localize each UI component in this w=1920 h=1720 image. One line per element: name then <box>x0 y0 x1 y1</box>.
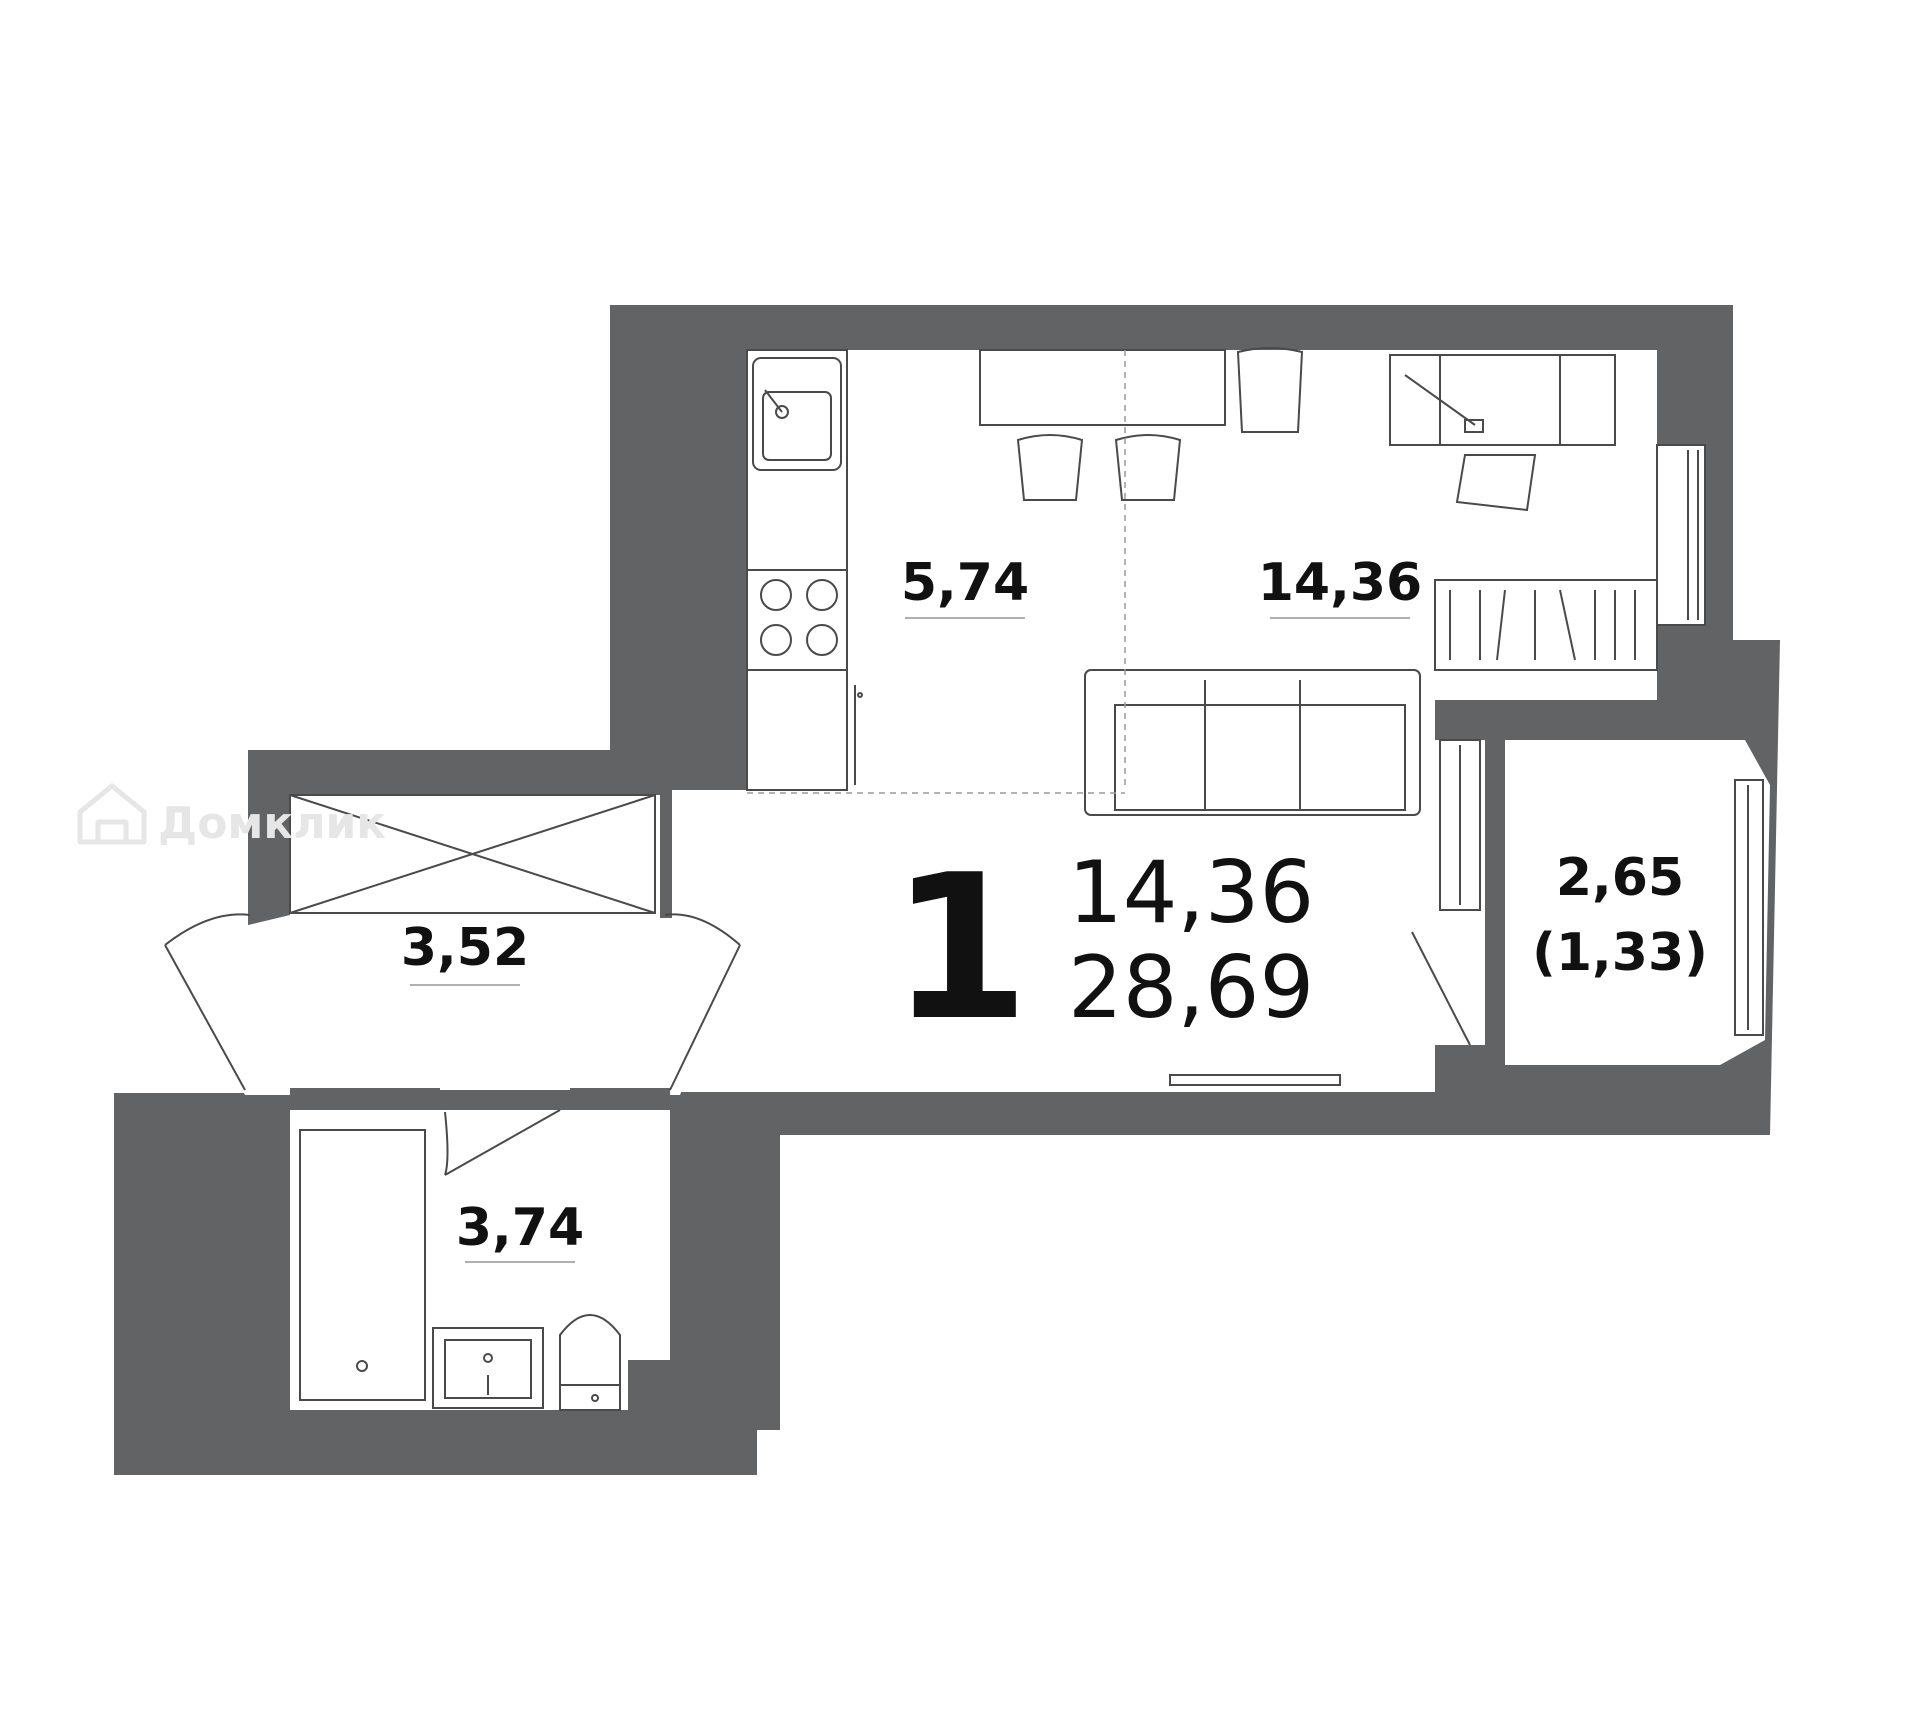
living-area-label: 14,36 <box>1258 553 1422 613</box>
hall-wardrobe <box>289 794 656 914</box>
living-area-total: 14,36 <box>1068 843 1314 943</box>
hall-area-label: 3,52 <box>401 918 529 978</box>
summary: 1 14,36 28,69 <box>890 832 1314 1065</box>
door-icon <box>164 944 246 1091</box>
house-icon <box>77 783 147 845</box>
watermark-text: Домклик <box>158 798 386 849</box>
chair-icon <box>1114 434 1182 501</box>
washbasin-icon <box>432 1327 544 1409</box>
chair-icon <box>1455 454 1537 512</box>
door-icon <box>1411 931 1471 1046</box>
partitions <box>290 700 1745 1420</box>
area-labels: 5,74 14,36 3,52 3,74 2,65 (1,33) <box>401 553 1708 1263</box>
kitchen-fixtures <box>746 349 863 791</box>
dining-set <box>979 347 1304 501</box>
balcony-reduced-label: (1,33) <box>1532 923 1708 983</box>
balcony-room <box>1485 740 1770 1065</box>
chair-icon <box>1016 434 1084 501</box>
total-area: 28,69 <box>1068 938 1314 1038</box>
sink-icon <box>752 357 842 471</box>
zone-lines <box>747 350 1126 794</box>
watermark: Домклик <box>77 783 386 849</box>
room-count: 1 <box>890 832 1029 1065</box>
bathroom-fixtures <box>299 1129 621 1411</box>
balcony-area-label: 2,65 <box>1556 848 1684 908</box>
toilet-icon <box>559 1314 621 1386</box>
wardrobe <box>1434 579 1658 671</box>
dining-table <box>979 349 1226 426</box>
chair-icon <box>1236 347 1304 433</box>
sofa <box>1084 669 1421 816</box>
kitchen-area-label: 5,74 <box>901 553 1029 613</box>
hall-room <box>290 795 665 1090</box>
window <box>1169 1074 1341 1086</box>
sofa-icon <box>1084 669 1421 816</box>
hall-fixtures <box>164 794 1471 1176</box>
door-icon <box>669 944 741 1091</box>
desk-table <box>1389 354 1616 446</box>
wardrobe-icon <box>1434 579 1658 671</box>
bathroom-room <box>290 1110 670 1410</box>
bathtub-icon <box>299 1129 426 1401</box>
windows <box>1169 444 1764 1086</box>
desk <box>1389 354 1616 512</box>
bathroom-area-label: 3,74 <box>456 1198 584 1258</box>
door-icon <box>444 1109 561 1176</box>
